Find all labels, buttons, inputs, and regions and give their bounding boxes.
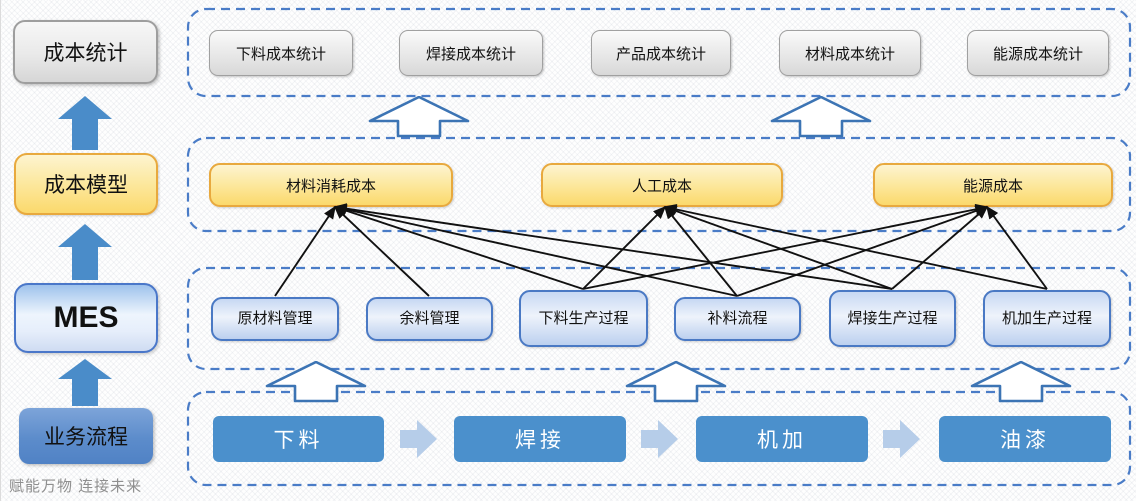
node-label: 焊接生产过程 [847, 309, 938, 327]
node-proc-cutting: 下料 [213, 416, 384, 462]
node-label: 成本统计 [43, 42, 128, 65]
node-cutting-cost-stat: 下料成本统计 [209, 30, 353, 76]
node-label: 补料流程 [707, 310, 768, 328]
right-chevron-2 [641, 420, 678, 458]
up-arrow-solid-3 [58, 359, 112, 406]
node-machining-process: 机加生产过程 [983, 290, 1111, 347]
node-label: 人工成本 [631, 177, 692, 195]
node-welding-cost-stat: 焊接成本统计 [399, 30, 543, 76]
right-chevron-3 [883, 420, 920, 458]
node-label: 下料生产过程 [538, 309, 629, 327]
node-label: 下料成本统计 [235, 45, 326, 63]
node-business-process: 业务流程 [19, 408, 153, 464]
up-arrow-hollow-2 [770, 96, 872, 138]
node-label: 材料成本统计 [804, 45, 895, 63]
node-surplus-mgmt: 余料管理 [366, 297, 493, 341]
watermark-text: 赋能万物 连接未来 [9, 478, 143, 495]
node-label: 业务流程 [44, 426, 128, 449]
node-label: 焊接 [515, 429, 565, 452]
node-replenish-flow: 补料流程 [674, 297, 801, 341]
node-label: 焊接成本统计 [425, 45, 516, 63]
up-arrow-hollow-1 [368, 96, 470, 138]
node-energy-cost: 能源成本 [873, 163, 1113, 207]
node-label: 下料 [273, 429, 324, 452]
up-arrow-hollow-5 [970, 361, 1072, 403]
node-energy-cost-stat: 能源成本统计 [967, 30, 1109, 76]
node-product-cost-stat: 产品成本统计 [591, 30, 731, 76]
node-proc-machining: 机加 [696, 416, 868, 462]
node-cutting-process: 下料生产过程 [519, 290, 648, 347]
node-label: 余料管理 [399, 310, 460, 328]
node-material-consumption-cost: 材料消耗成本 [209, 163, 453, 207]
node-label: 机加 [757, 429, 807, 452]
node-label: 材料消耗成本 [285, 177, 376, 195]
node-labor-cost: 人工成本 [541, 163, 783, 207]
up-arrow-solid-1 [58, 96, 112, 150]
node-label: 成本模型 [44, 174, 128, 197]
up-arrow-hollow-3 [265, 361, 367, 403]
frame-statistics [186, 7, 1132, 98]
node-label: 产品成本统计 [615, 45, 706, 63]
node-material-cost-stat: 材料成本统计 [779, 30, 921, 76]
node-label: 原材料管理 [237, 310, 313, 328]
up-arrow-solid-2 [58, 224, 112, 280]
node-label: 能源成本统计 [992, 45, 1083, 63]
right-chevron-1 [400, 420, 437, 458]
up-arrow-hollow-4 [625, 361, 727, 403]
node-label: 油漆 [1000, 429, 1050, 452]
node-raw-material-mgmt: 原材料管理 [211, 297, 339, 341]
node-label: 机加生产过程 [1001, 309, 1092, 327]
node-label: MES [53, 301, 119, 334]
node-welding-process: 焊接生产过程 [829, 290, 956, 347]
node-cost-model: 成本模型 [14, 153, 158, 215]
node-label: 能源成本 [962, 177, 1023, 195]
node-proc-welding: 焊接 [454, 416, 626, 462]
node-proc-painting: 油漆 [939, 416, 1111, 462]
node-mes: MES [14, 283, 158, 353]
node-cost-statistics: 成本统计 [13, 20, 158, 84]
